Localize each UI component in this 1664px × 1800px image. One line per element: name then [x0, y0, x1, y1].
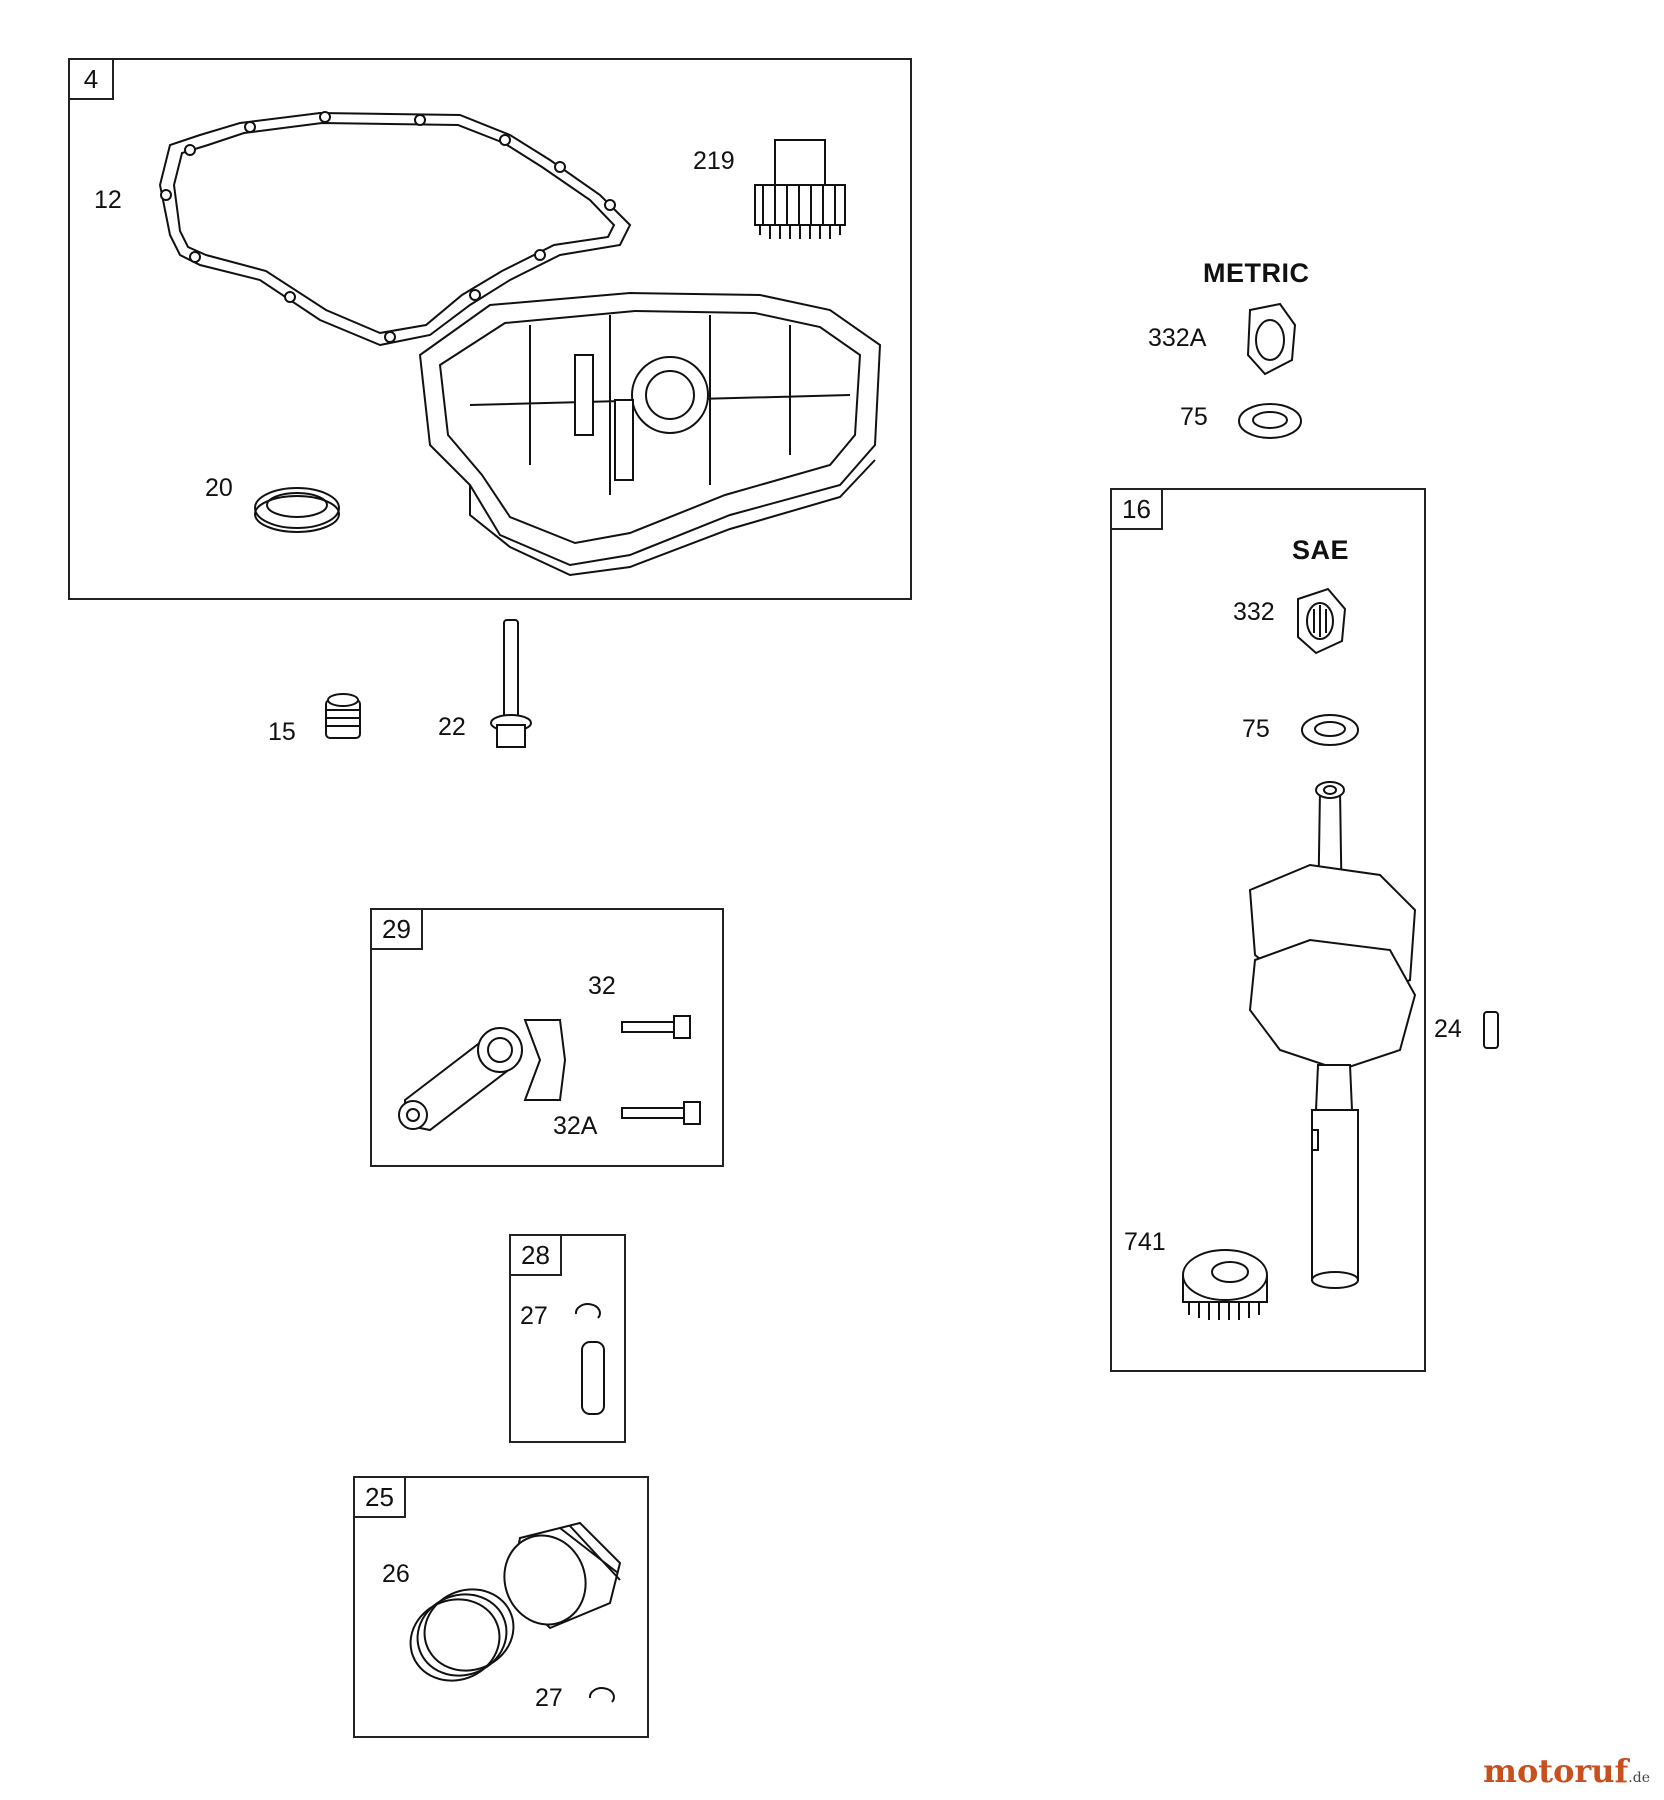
- piston-illustration: [503, 1521, 622, 1630]
- sae-header: SAE: [1292, 535, 1350, 565]
- part-label-15: 15: [268, 718, 296, 746]
- part-label-332: 332: [1233, 598, 1275, 626]
- metric-nut-illustration: [1246, 302, 1297, 376]
- crankcase-sump-illustration: [418, 291, 882, 577]
- part-label-20: 20: [205, 474, 233, 502]
- part-label-32: 32: [588, 972, 616, 1000]
- part-label-32a: 32A: [553, 1112, 598, 1140]
- part-label-27: 27: [520, 1302, 548, 1330]
- key-illustration: [1483, 1011, 1499, 1049]
- part-label-22: 22: [438, 713, 466, 741]
- governor-gear-illustration: [754, 139, 846, 239]
- part-label-26: 26: [382, 1560, 410, 1588]
- oil-seal-illustration: [254, 487, 340, 533]
- connecting-rod-illustration: [398, 1019, 567, 1132]
- part-label-24: 24: [1434, 1015, 1462, 1043]
- part-label-332a: 332A: [1148, 324, 1207, 352]
- group-29-tag: 29: [372, 910, 423, 950]
- rod-bolt-32-illustration: [621, 1015, 691, 1039]
- oil-plug-illustration: [325, 693, 361, 739]
- watermark-tld: .de: [1628, 1770, 1650, 1786]
- part-label-12: 12: [94, 186, 122, 214]
- sae-nut-illustration: [1297, 587, 1347, 655]
- timing-gear-illustration: [1182, 1249, 1268, 1320]
- group-28-tag: 28: [511, 1236, 562, 1276]
- metric-header: METRIC: [1203, 258, 1310, 288]
- metric-washer-illustration: [1238, 403, 1302, 439]
- part-label-219: 219: [693, 147, 735, 175]
- watermark-logo: motoruf.de: [1483, 1752, 1650, 1790]
- retaining-ring-illustration: [574, 1303, 601, 1319]
- group-4-tag: 4: [70, 60, 114, 100]
- group-25-tag: 25: [355, 1478, 406, 1518]
- piston-pin-illustration: [581, 1341, 605, 1415]
- part-label-741: 741: [1124, 1228, 1166, 1256]
- group-16-tag: 16: [1112, 490, 1163, 530]
- gasket-illustration: [158, 111, 632, 347]
- rod-bolt-32a-illustration: [621, 1101, 701, 1125]
- part-label-75-sae: 75: [1242, 715, 1270, 743]
- watermark-brand: motoruf: [1483, 1752, 1629, 1790]
- piston-rings-illustration: [409, 1588, 515, 1682]
- sump-screw-illustration: [490, 619, 532, 748]
- part-label-27b: 27: [535, 1684, 563, 1712]
- part-label-75-metric: 75: [1180, 403, 1208, 431]
- crankshaft-illustration: [1248, 781, 1417, 1289]
- retaining-ring-2-illustration: [588, 1687, 615, 1703]
- group-28-frame: 28: [509, 1234, 626, 1443]
- sae-washer-illustration: [1301, 714, 1359, 746]
